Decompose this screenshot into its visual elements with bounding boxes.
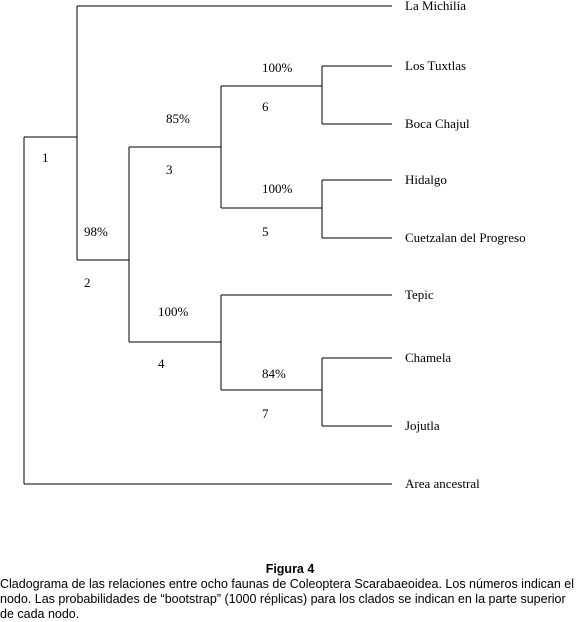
node-number-2: 2 — [84, 275, 91, 290]
node-number-4: 4 — [158, 356, 165, 371]
taxon-label-cuetzalan-del-progreso: Cuetzalan del Progreso — [405, 230, 526, 245]
taxon-label-boca-chajul: Boca Chajul — [405, 116, 470, 131]
node-number-5: 5 — [262, 224, 269, 239]
taxon-label-los-tuxtlas: Los Tuxtlas — [405, 58, 466, 73]
bootstrap-value-node-3: 85% — [166, 111, 190, 126]
caption-title: Figura 4 — [265, 562, 315, 576]
taxon-label-la-michilia: La Michilía — [405, 0, 466, 13]
bootstrap-value-node-7: 84% — [262, 366, 286, 381]
node-number-6: 6 — [262, 99, 269, 114]
bootstrap-value-node-4: 100% — [158, 304, 189, 319]
taxon-label-area-ancestral: Area ancestral — [405, 476, 480, 491]
caption-text: Cladograma de las relaciones entre ocho … — [0, 577, 574, 621]
taxon-label-chamela: Chamela — [405, 350, 451, 365]
taxon-label-hidalgo: Hidalgo — [405, 172, 447, 187]
node-number-3: 3 — [166, 162, 173, 177]
figure-caption: Figura 4 Cladograma de las relaciones en… — [0, 562, 580, 622]
taxon-label-jojutla: Jojutla — [405, 418, 440, 433]
node-number-1: 1 — [42, 150, 49, 165]
bootstrap-value-node-2: 98% — [84, 224, 108, 239]
node-labels: 1 2 98% 3 85% 4 100% 5 100% 6 100% 7 84% — [42, 60, 293, 421]
bootstrap-value-node-6: 100% — [262, 60, 293, 75]
node-number-7: 7 — [262, 406, 269, 421]
tree-branches — [23, 5, 392, 485]
bootstrap-value-node-5: 100% — [262, 181, 293, 196]
taxon-label-tepic: Tepic — [405, 287, 434, 302]
